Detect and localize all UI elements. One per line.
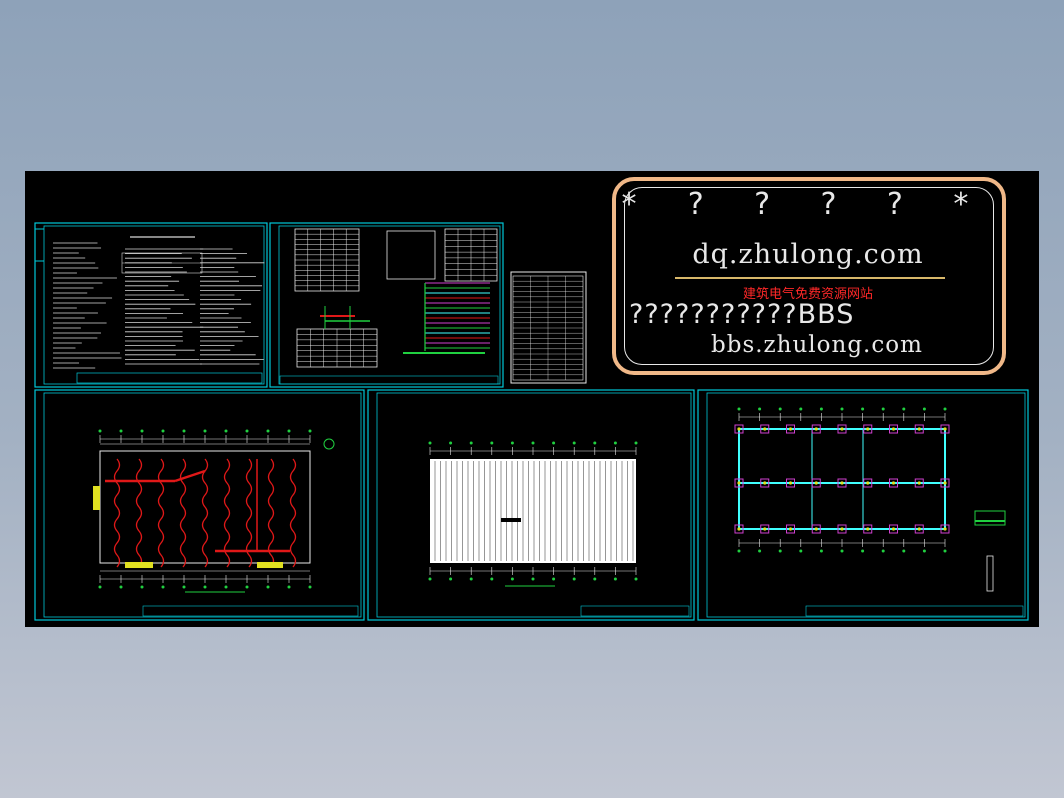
watermark-bbs-line: ???????????BBS	[629, 299, 855, 330]
sheet-schedule-table	[510, 271, 587, 384]
watermark-bbs-url: bbs.zhulong.com	[711, 332, 923, 358]
watermark-slogan: 建筑电气免费资源网站	[742, 287, 873, 302]
watermark-symbol: ?	[819, 187, 838, 222]
watermark-underline	[675, 277, 945, 279]
sheet-grounding-plan	[697, 389, 1029, 621]
watermark-symbol: ?	[885, 187, 904, 222]
watermark-symbol: ?	[752, 187, 771, 222]
watermark-symbol: *	[951, 187, 970, 222]
sheet-roof-plan	[367, 389, 695, 621]
sheet-lighting-plan	[34, 389, 365, 621]
cad-drawing	[34, 222, 1029, 621]
cad-viewport[interactable]: * ? ? ? ? * dq.zhulong.com 建筑电气免费资源网站 ??…	[25, 171, 1039, 627]
watermark-symbols: * ? ? ? ? *	[620, 187, 970, 223]
watermark-frame	[612, 177, 1006, 375]
watermark-site-url: dq.zhulong.com	[692, 239, 924, 270]
watermark-symbol: *	[620, 187, 639, 222]
watermark-symbol: ?	[686, 187, 705, 222]
sheet-system-diagram	[269, 222, 504, 388]
sheet-general-notes	[34, 222, 268, 388]
